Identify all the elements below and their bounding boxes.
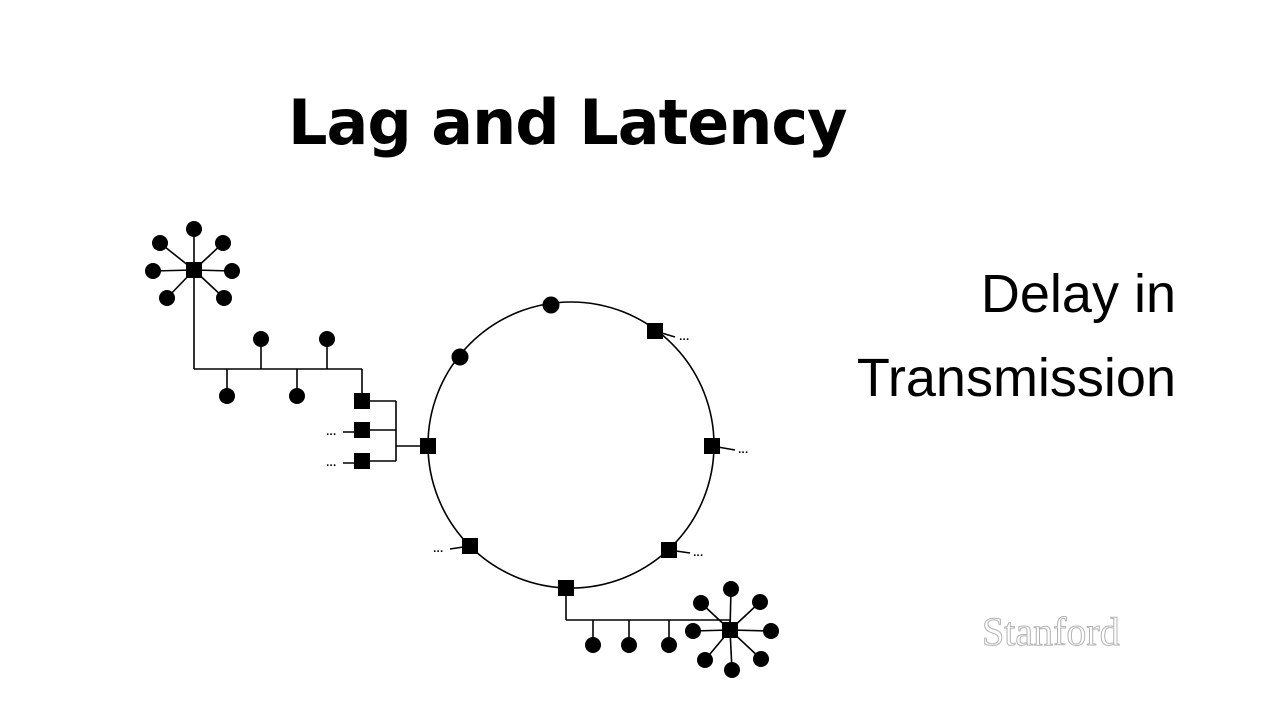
bus-network-left-nodes [219, 331, 335, 404]
switch-icon [354, 393, 370, 409]
host-icon [159, 290, 175, 306]
switch-icon [354, 453, 370, 469]
host-icon [661, 637, 677, 653]
host-icon [723, 581, 739, 597]
continuation-marker: ... [738, 446, 748, 456]
router-icon [558, 580, 574, 596]
host-icon [585, 637, 601, 653]
host-icon [685, 623, 701, 639]
host-icon [753, 651, 769, 667]
host-icon [145, 263, 161, 279]
bus-network-left-links [193, 270, 363, 400]
host-icon [152, 235, 168, 251]
host-icon [724, 662, 740, 678]
host-icon [289, 388, 305, 404]
host-icon [216, 290, 232, 306]
hub-icon [186, 262, 202, 278]
router-icon [462, 538, 478, 554]
subtitle-line-1: Delay in [980, 264, 1176, 324]
bus-network-bottom-links [565, 587, 731, 645]
continuation-marker: ... [433, 545, 443, 555]
stanford-watermark: Stanford [982, 609, 1121, 655]
host-icon [253, 331, 269, 347]
router-icon [704, 438, 720, 454]
host-icon [693, 595, 709, 611]
router-icon [647, 323, 663, 339]
host-icon [542, 296, 560, 314]
continuation-marker: ... [693, 549, 703, 559]
subtitle-line-2: Transmission [856, 348, 1176, 408]
host-icon [224, 263, 240, 279]
router-icon [420, 438, 436, 454]
host-icon [219, 388, 235, 404]
host-icon [186, 221, 202, 237]
host-icon [319, 331, 335, 347]
host-icon [763, 623, 779, 639]
host-icon [621, 637, 637, 653]
slide-subtitle: Delay in Transmission [857, 252, 1176, 420]
router-icon [661, 542, 677, 558]
continuation-marker: ... [326, 459, 336, 469]
bus-network-bottom-nodes [585, 637, 677, 653]
hub-icon [722, 622, 738, 638]
star-network-top-left-nodes [145, 221, 240, 306]
host-icon [451, 348, 469, 366]
continuation-marker: ... [326, 428, 336, 438]
continuation-marker: ... [679, 333, 689, 343]
host-icon [215, 235, 231, 251]
switch-icon [354, 422, 370, 438]
host-icon [752, 594, 768, 610]
ring-network-nodes [420, 296, 720, 596]
switch-stack [354, 393, 370, 469]
slide-title: Lag and Latency [288, 86, 848, 159]
host-icon [697, 652, 713, 668]
star-network-bottom-right-nodes [685, 581, 779, 678]
